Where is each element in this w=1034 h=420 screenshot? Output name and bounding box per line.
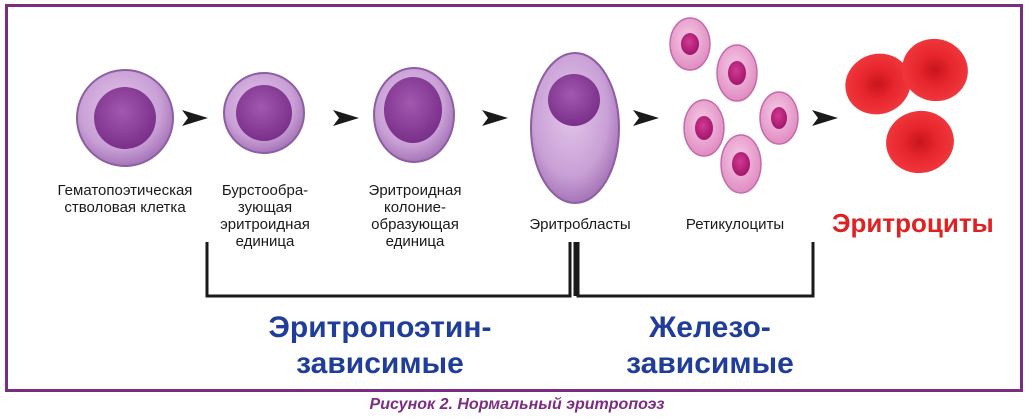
group-label-epo-dependent: Эритропоэтин- зависимые — [268, 311, 492, 380]
arrow-4 — [633, 110, 659, 126]
reticulocytes — [669, 17, 799, 194]
arrow-3 — [482, 110, 508, 126]
stage-label-cfu-e: Эритроидная колоние- образующая единица — [368, 182, 462, 250]
arrow-5 — [812, 110, 838, 126]
stem-cell — [76, 69, 174, 167]
figure-caption: Рисунок 2. Нормальный эритропоэз — [369, 396, 665, 413]
arrow-2 — [333, 110, 359, 126]
bracket-iron — [576, 242, 815, 298]
stage-label-reticulocytes: Ретикулоциты — [685, 216, 785, 233]
arrow-1 — [182, 110, 208, 126]
bfu-e-cell — [223, 72, 305, 154]
stage-label-erythroblasts: Эритробласты — [529, 216, 631, 233]
erythrocytes — [845, 38, 968, 174]
erythroblast-cell — [530, 52, 620, 204]
cfu-e-cell — [373, 67, 455, 163]
stage-label-bfu-e: Бурстообра- зующая эритроидная единица — [220, 182, 310, 250]
group-label-iron-dependent: Железо- зависимые — [626, 311, 794, 380]
stage-label-erythrocytes: Эритроциты — [832, 208, 994, 238]
bracket-epo — [205, 242, 577, 298]
stage-label-stem-cell: Гематопоэтическая стволовая клетка — [57, 182, 193, 216]
